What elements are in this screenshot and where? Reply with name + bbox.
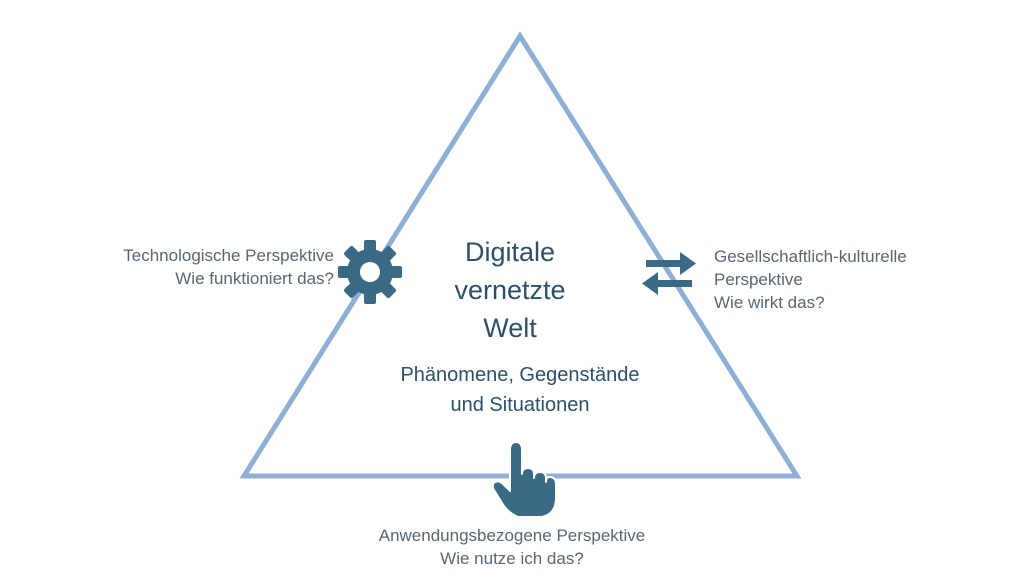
center-subtitle: Phänomene, Gegenstände und Situationen <box>330 360 710 420</box>
technological-perspective-title: Technologische Perspektive <box>123 246 334 265</box>
societal-perspective-label: Gesellschaftlich-kulturelle Perspektive … <box>714 245 907 314</box>
gear-icon <box>338 240 402 304</box>
center-title-line: vernetzte <box>454 275 566 305</box>
center-title-line: Welt <box>483 313 537 343</box>
center-subtitle-line: und Situationen <box>450 394 590 416</box>
center-title: Digitale vernetzte Welt <box>380 233 640 347</box>
societal-perspective-title: Gesellschaftlich-kulturelle <box>714 247 907 266</box>
center-title-line: Digitale <box>464 237 556 267</box>
swap-arrows-icon <box>642 252 696 295</box>
application-perspective-title: Anwendungsbezogene Perspektive <box>378 526 646 545</box>
societal-perspective-title-cont: Perspektive <box>714 270 803 289</box>
application-perspective-label: Anwendungsbezogene Perspektive Wie nutze… <box>0 524 1024 570</box>
technological-perspective-label: Technologische Perspektive Wie funktioni… <box>123 244 334 290</box>
application-perspective-question: Wie nutze ich das? <box>440 549 584 568</box>
societal-perspective-question: Wie wirkt das? <box>714 293 825 312</box>
pointing-hand-icon <box>491 441 557 518</box>
center-subtitle-line: Phänomene, Gegenstände <box>400 364 640 386</box>
technological-perspective-question: Wie funktioniert das? <box>175 269 334 288</box>
